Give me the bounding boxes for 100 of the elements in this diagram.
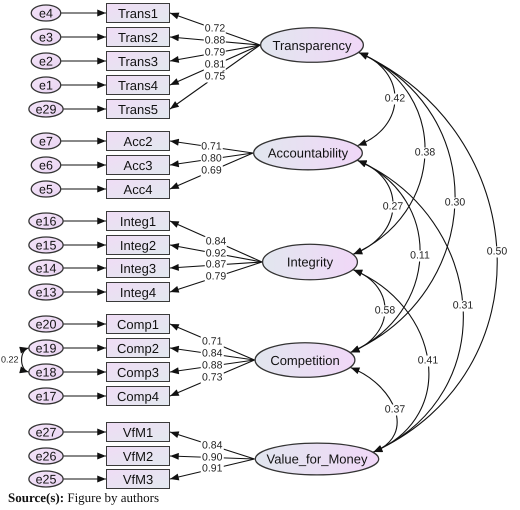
arrow bbox=[63, 392, 106, 400]
error-term-ellipse: e18 bbox=[28, 364, 64, 380]
edge-label: 0.88 bbox=[204, 36, 226, 46]
edge-label: 0.88 bbox=[201, 360, 224, 372]
error-term-ellipse: e26 bbox=[28, 448, 64, 464]
double-headed-curved-arrow bbox=[170, 152, 254, 190]
caption: Source(s): Figure by authors bbox=[8, 490, 160, 506]
observed-variable-box: Comp3 bbox=[106, 362, 170, 382]
edge-label: 0.58 bbox=[374, 306, 396, 317]
observed-variable-box: Comp2 bbox=[106, 338, 170, 358]
double-headed-curved-arrow bbox=[170, 261, 262, 293]
error-term-ellipse: e2 bbox=[31, 52, 61, 70]
observed-variable-box: VfM2 bbox=[106, 446, 170, 466]
error-term-ellipse: e29 bbox=[28, 100, 64, 118]
observed-variable-box: Trans5 bbox=[106, 99, 170, 119]
error-term-ellipse: e3 bbox=[31, 28, 61, 46]
double-headed-curved-arrow bbox=[170, 34, 260, 46]
observed-variable-box: Comp4 bbox=[106, 386, 170, 406]
arrow bbox=[63, 242, 106, 248]
double-headed-curved-arrow bbox=[350, 367, 398, 452]
latent-variable-ellipse: Value_for_Money bbox=[254, 442, 380, 476]
arrow bbox=[61, 186, 106, 192]
error-term-ellipse: e19 bbox=[28, 340, 64, 356]
observed-variable-box: Integ4 bbox=[106, 282, 170, 302]
arrow bbox=[61, 138, 106, 144]
arrow bbox=[63, 320, 106, 328]
arrow bbox=[61, 10, 106, 16]
observed-variable-box: VfM1 bbox=[106, 422, 170, 442]
arrow bbox=[63, 476, 106, 482]
edge-label: 0.30 bbox=[444, 197, 466, 208]
edge-label: 0.72 bbox=[204, 24, 226, 34]
double-headed-curved-arrow bbox=[350, 160, 421, 353]
edge-label: 0.41 bbox=[416, 355, 440, 366]
observed-variable-box: Acc4 bbox=[106, 179, 170, 199]
edge-label: 0.87 bbox=[204, 260, 228, 270]
edge-label: 0.22 bbox=[0, 354, 20, 366]
double-headed-curved-arrow bbox=[170, 220, 262, 262]
double-headed-curved-arrow bbox=[358, 52, 498, 452]
observed-variable-box: Comp1 bbox=[106, 314, 170, 334]
edge-label: 0.31 bbox=[452, 300, 474, 312]
observed-variable-box: Integ2 bbox=[106, 235, 170, 255]
observed-variable-box: Acc3 bbox=[106, 155, 170, 175]
observed-variable-box: Integ1 bbox=[106, 211, 170, 231]
edge-label: 0.91 bbox=[201, 464, 224, 474]
observed-variable-box: VfM3 bbox=[106, 469, 170, 489]
latent-variable-ellipse: Competition bbox=[254, 342, 356, 378]
observed-variable-box: Trans2 bbox=[106, 27, 170, 47]
error-term-ellipse: e27 bbox=[28, 424, 64, 440]
error-term-ellipse: e7 bbox=[31, 132, 61, 150]
observed-variable-box: Integ3 bbox=[106, 258, 170, 278]
edge-label: 0.92 bbox=[204, 248, 228, 259]
error-term-ellipse: e13 bbox=[28, 284, 64, 300]
double-headed-curved-arrow bbox=[353, 269, 430, 452]
double-headed-curved-arrow bbox=[170, 431, 255, 460]
edge-label: 0.38 bbox=[414, 148, 436, 159]
arrow bbox=[63, 428, 106, 436]
arrow bbox=[63, 264, 106, 272]
error-term-ellipse: e4 bbox=[31, 4, 61, 22]
edge-label: 0.90 bbox=[201, 452, 224, 463]
edge-label: 0.84 bbox=[201, 440, 224, 451]
arrow bbox=[63, 218, 106, 224]
edge-label: 0.84 bbox=[201, 348, 224, 360]
latent-variable-ellipse: Transparency bbox=[260, 27, 364, 63]
edge-label: 0.81 bbox=[204, 60, 226, 70]
arrow bbox=[63, 344, 106, 352]
double-headed-curved-arrow bbox=[353, 52, 426, 255]
double-headed-curved-arrow bbox=[170, 44, 260, 110]
edge-label: 0.37 bbox=[384, 404, 406, 416]
latent-variable-ellipse: Integrity bbox=[262, 244, 358, 280]
edge-label: 0.75 bbox=[204, 72, 226, 82]
error-term-ellipse: e15 bbox=[28, 236, 64, 254]
observed-variable-box: Trans4 bbox=[106, 75, 170, 95]
edge-label: 0.79 bbox=[204, 272, 228, 282]
error-term-ellipse: e16 bbox=[28, 212, 64, 230]
edge-label: 0.80 bbox=[200, 154, 223, 164]
error-term-ellipse: e1 bbox=[31, 76, 61, 94]
edge-label: 0.69 bbox=[200, 166, 223, 176]
arrow bbox=[63, 452, 106, 460]
error-term-ellipse: e17 bbox=[28, 388, 64, 404]
arrow bbox=[61, 162, 106, 168]
double-headed-curved-arrow bbox=[170, 138, 254, 154]
error-term-ellipse: e6 bbox=[31, 156, 61, 174]
double-headed-curved-arrow bbox=[170, 12, 260, 46]
arrow bbox=[63, 368, 106, 376]
error-term-ellipse: e14 bbox=[28, 260, 64, 276]
double-headed-curved-arrow bbox=[170, 44, 260, 63]
edge-label: 0.71 bbox=[200, 142, 223, 152]
error-term-ellipse: e20 bbox=[28, 316, 64, 332]
arrow bbox=[19, 348, 29, 372]
observed-variable-box: Acc2 bbox=[106, 131, 170, 151]
arrow bbox=[61, 82, 106, 88]
double-headed-curved-arrow bbox=[358, 52, 396, 146]
error-term-ellipse: e5 bbox=[31, 180, 61, 198]
edge-label: 0.73 bbox=[201, 372, 224, 384]
edge-label: 0.42 bbox=[384, 94, 406, 105]
arrow bbox=[63, 106, 106, 112]
observed-variable-box: Trans1 bbox=[106, 3, 170, 23]
double-headed-curved-arrow bbox=[170, 360, 255, 396]
double-headed-curved-arrow bbox=[170, 458, 255, 480]
arrow bbox=[61, 34, 106, 40]
